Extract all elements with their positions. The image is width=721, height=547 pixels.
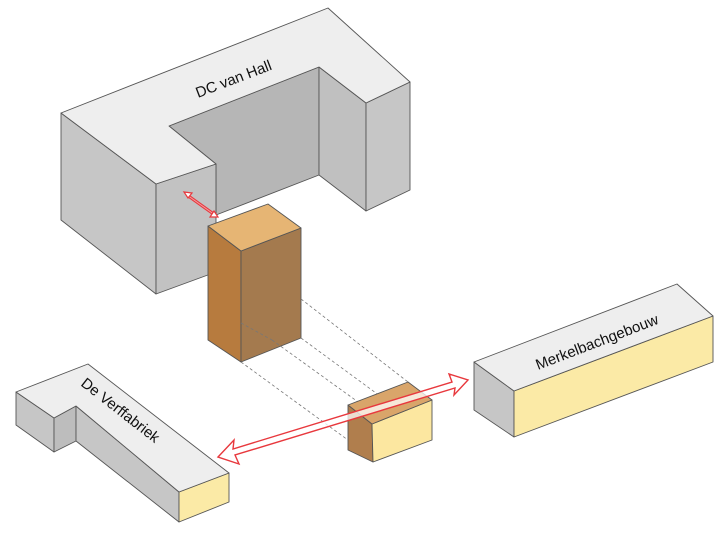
- arrow-dc-van-hall-tower: [182, 191, 220, 218]
- tower-top-face: [207, 203, 302, 252]
- double-arrow-icon: [216, 372, 470, 466]
- projection-line: [271, 339, 373, 413]
- building-merkelbachgebouw: Merkelbachgebouw: [473, 283, 714, 438]
- merkelbach-roof: [473, 283, 714, 392]
- building-dc-van-hall: DC van Hall: [60, 7, 411, 295]
- projection-line: [240, 361, 349, 441]
- building-de-verffabriek: De Verffabriek: [15, 363, 230, 523]
- projection-line: [300, 298, 409, 383]
- dc-van-hall-front-wall: [155, 163, 217, 295]
- dc-van-hall-right-wing-front: [365, 81, 411, 212]
- projection-lines: [240, 298, 409, 441]
- projection-line: [300, 337, 381, 397]
- tower-right-face: [240, 227, 302, 363]
- verffabriek-roof: [15, 363, 230, 493]
- dc-van-hall-roof: [60, 7, 411, 185]
- arrowhead-icon: [208, 209, 220, 218]
- arrowhead-icon: [182, 191, 194, 200]
- arrow-verffabriek-merkelbach: [216, 372, 470, 466]
- tower-volume: [207, 203, 302, 363]
